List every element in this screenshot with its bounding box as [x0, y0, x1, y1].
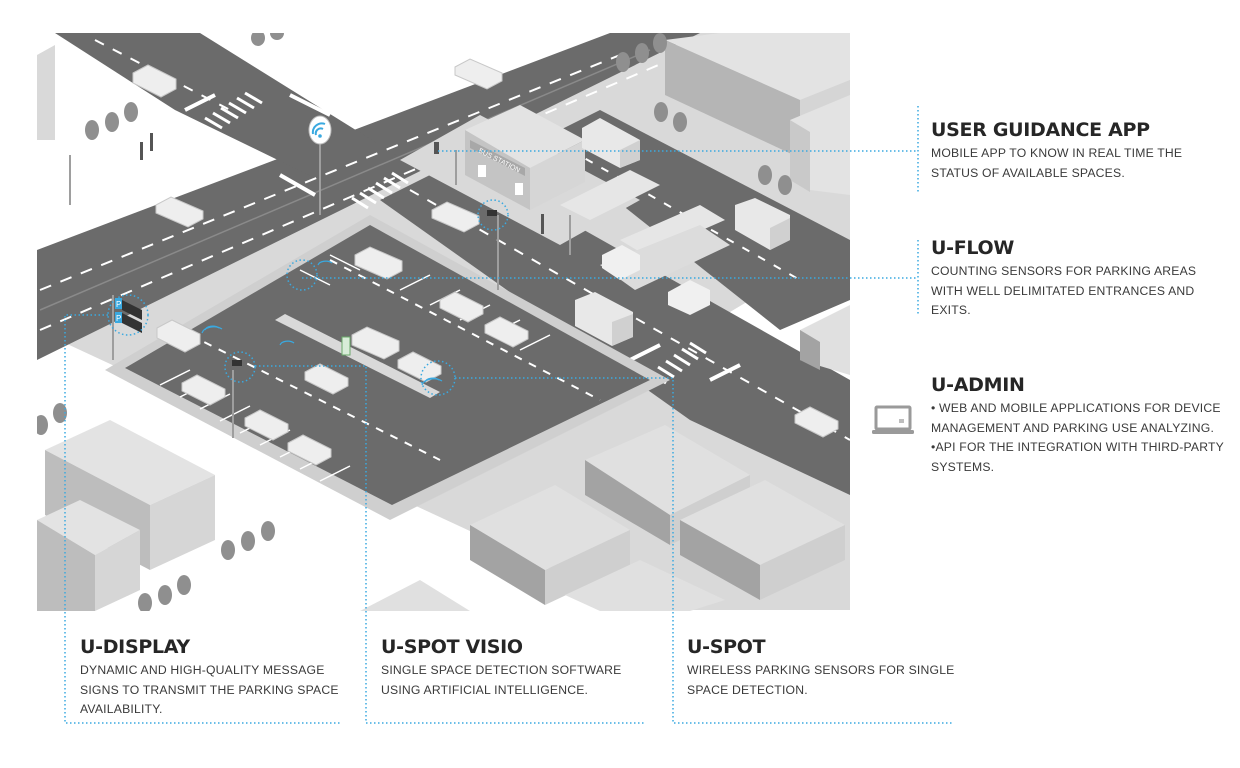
trees: [37, 33, 792, 611]
callout-user-guidance-app: USER GUIDANCE APP MOBILE APP TO KNOW IN …: [931, 119, 1231, 183]
parking-dashes: [189, 259, 601, 461]
callout-u-admin: U-ADMIN • WEB AND MOBILE APPLICATIONS FO…: [931, 374, 1231, 477]
crosswalk: [351, 171, 409, 210]
van: [602, 245, 710, 315]
stop-line: [184, 93, 216, 112]
callout-description: SINGLE SPACE DETECTION SOFTWARE USING AR…: [381, 663, 622, 697]
callout-title: U-ADMIN: [931, 374, 1025, 396]
ev-charger-icon: [341, 336, 351, 356]
parking-divider: [275, 314, 440, 398]
callout-description: • WEB AND MOBILE APPLICATIONS FOR DEVICE…: [931, 401, 1225, 474]
parking-lot: [125, 225, 650, 505]
callout-u-spot: U-SPOT WIRELESS PARKING SENSORS FOR SING…: [687, 636, 957, 700]
callout-description: COUNTING SENSORS FOR PARKING AREAS WITH …: [931, 264, 1197, 317]
camera-icon: [232, 210, 497, 366]
callout-u-spot-visio: U-SPOT VISIO SINGLE SPACE DETECTION SOFT…: [381, 636, 651, 700]
pedestrians: [140, 133, 544, 234]
bus: [575, 292, 633, 346]
callout-description: WIRELESS PARKING SENSORS FOR SINGLE SPAC…: [687, 663, 955, 697]
lane-dash: [39, 59, 671, 331]
crosswalk: [204, 91, 263, 130]
svg-text:P: P: [116, 314, 121, 323]
callout-title: USER GUIDANCE APP: [931, 119, 1150, 141]
sensor-signal-icon: [201, 260, 443, 386]
stop-line: [629, 343, 661, 362]
callout-u-flow: U-FLOW COUNTING SENSORS FOR PARKING AREA…: [931, 237, 1231, 321]
leader-u-spot: [455, 377, 953, 724]
callout-u-display: U-DISPLAY DYNAMIC AND HIGH-QUALITY MESSA…: [80, 636, 350, 720]
callout-title: U-FLOW: [931, 237, 1015, 259]
building-left: [37, 45, 55, 140]
building: [665, 33, 850, 195]
building: [37, 420, 215, 611]
bus: [735, 198, 790, 250]
median-line: [39, 49, 651, 311]
cars: [132, 58, 839, 466]
wifi-signal-icon: [308, 115, 332, 145]
callout-description: DYNAMIC AND HIGH-QUALITY MESSAGE SIGNS T…: [80, 663, 339, 716]
lane-dash: [409, 189, 850, 441]
laptop-icon: [872, 405, 914, 434]
callout-title: U-DISPLAY: [80, 636, 190, 658]
leader-u-display: [64, 314, 342, 724]
parking-sign-icon: P P: [115, 298, 142, 333]
leader-u-spot-visio: [255, 365, 646, 724]
leader-lines: [64, 106, 953, 724]
svg-text:P: P: [116, 300, 121, 309]
stop-line: [709, 363, 741, 382]
building: [360, 305, 850, 611]
callout-title: U-SPOT: [687, 636, 766, 658]
lane-dash: [39, 54, 621, 291]
callout-title: U-SPOT VISIO: [381, 636, 523, 658]
callout-description: MOBILE APP TO KNOW IN REAL TIME THE STAT…: [931, 146, 1183, 180]
stop-line: [279, 173, 316, 197]
stop-line: [289, 93, 331, 117]
bus: [582, 118, 640, 168]
